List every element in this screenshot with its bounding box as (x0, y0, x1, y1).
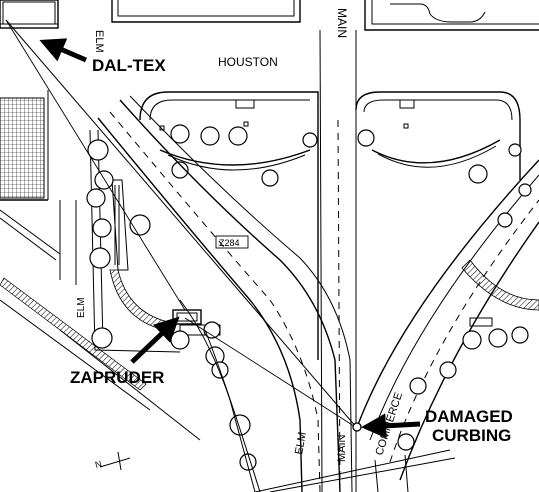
elm-street-road (97, 95, 353, 492)
z284-label: Z284 (219, 238, 240, 248)
zapruder-label: ZAPRUDER (70, 368, 164, 387)
zapruder-arrow (130, 316, 180, 364)
dal-tex-label: DAL-TEX (92, 56, 166, 75)
north-arrow: N (94, 451, 131, 471)
east-block (355, 91, 539, 481)
damaged-curbing-marker (352, 422, 362, 432)
north-arrow-label: N (94, 459, 103, 470)
curbing-label: CURBING (432, 426, 511, 445)
z284-frame-box (215, 235, 249, 249)
top-center-building (111, 0, 301, 23)
damaged-label: DAMAGED (425, 407, 513, 426)
elm-street-top-label: ELM (93, 30, 105, 53)
damaged-curbing-arrow (361, 413, 421, 439)
elm-street-bottom-label: ELM (293, 431, 309, 455)
sight-lines (5, 19, 358, 429)
main-street-bottom-label: MAIN (336, 434, 348, 462)
north-reflecting-block (139, 91, 319, 360)
houston-street-label: HOUSTON (218, 55, 278, 69)
dal-tex-arrow (39, 38, 87, 63)
top-right-building (364, 0, 539, 31)
left-building-grid (0, 90, 49, 201)
main-street-top-label: MAIN (335, 8, 349, 38)
elm-street-left-label: ELM (76, 297, 87, 318)
